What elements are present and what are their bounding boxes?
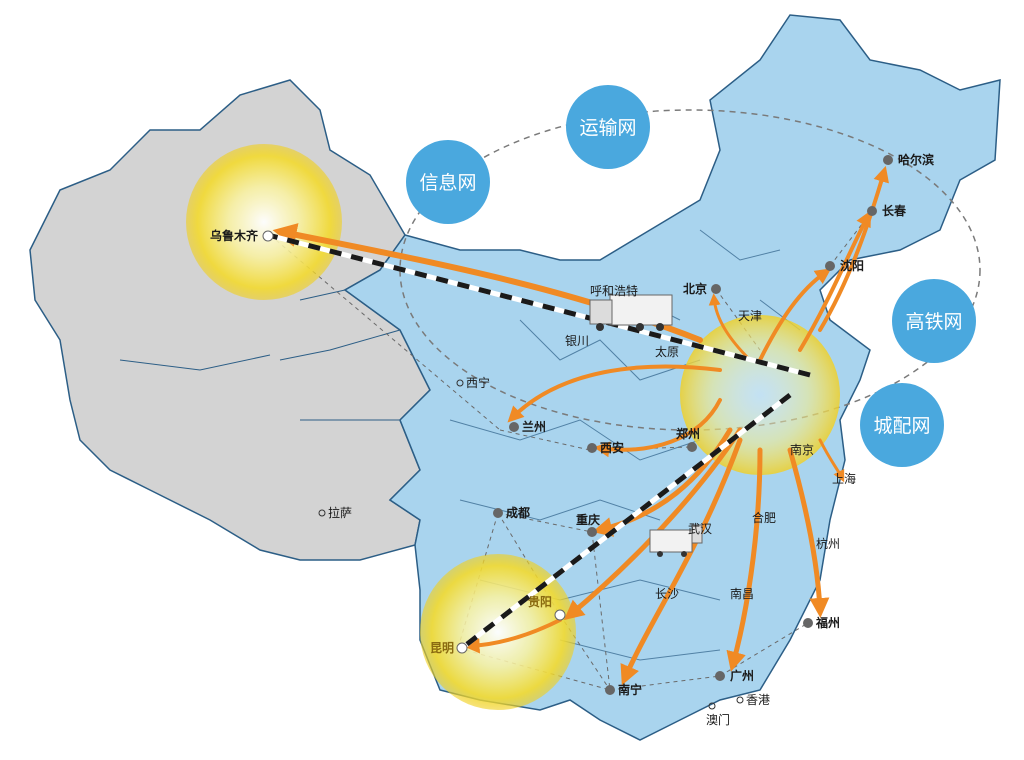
city-lhasa: 拉萨 bbox=[318, 505, 352, 520]
city-hangzhou: 杭州 bbox=[816, 536, 840, 551]
svg-text:重庆: 重庆 bbox=[576, 512, 600, 527]
svg-text:信息网: 信息网 bbox=[419, 172, 476, 194]
svg-text:广州: 广州 bbox=[730, 668, 754, 683]
city-nanning: 南宁 bbox=[605, 682, 642, 697]
svg-text:拉萨: 拉萨 bbox=[328, 505, 352, 520]
svg-text:南昌: 南昌 bbox=[730, 586, 754, 601]
svg-text:高铁网: 高铁网 bbox=[905, 311, 962, 333]
city-xian: 西安 bbox=[587, 440, 624, 455]
svg-text:沈阳: 沈阳 bbox=[840, 258, 864, 273]
city-changsha: 长沙 bbox=[655, 587, 679, 601]
svg-text:太原: 太原 bbox=[655, 344, 679, 359]
network-bubble-transport: 运输网 bbox=[566, 85, 650, 169]
svg-text:澳门: 澳门 bbox=[706, 712, 730, 727]
city-beijing: 北京 bbox=[683, 281, 721, 296]
svg-text:合肥: 合肥 bbox=[752, 510, 776, 525]
svg-text:福州: 福州 bbox=[815, 615, 840, 630]
truck-icon bbox=[649, 524, 703, 557]
city-tianjin: 天津 bbox=[738, 309, 762, 323]
hub-urumqi: 乌鲁木齐 bbox=[210, 228, 274, 243]
city-shenyang: 沈阳 bbox=[825, 258, 864, 273]
svg-text:长沙: 长沙 bbox=[655, 587, 679, 601]
svg-text:武汉: 武汉 bbox=[688, 522, 712, 536]
city-xining: 西宁 bbox=[456, 375, 490, 390]
network-bubble-info: 信息网 bbox=[406, 140, 490, 224]
city-wuhan: 武汉 bbox=[688, 522, 712, 536]
svg-text:西安: 西安 bbox=[600, 440, 624, 455]
svg-text:天津: 天津 bbox=[738, 309, 762, 323]
svg-text:西宁: 西宁 bbox=[466, 375, 490, 390]
city-macau: 澳门 bbox=[706, 702, 730, 727]
city-lanzhou: 兰州 bbox=[509, 419, 546, 434]
city-taiyuan: 太原 bbox=[655, 344, 679, 359]
city-nanchang: 南昌 bbox=[730, 586, 754, 601]
svg-text:兰州: 兰州 bbox=[522, 419, 546, 434]
svg-text:城配网: 城配网 bbox=[873, 415, 930, 437]
svg-text:香港: 香港 bbox=[746, 693, 770, 707]
city-nanjing: 南京 bbox=[790, 442, 814, 457]
svg-text:上海: 上海 bbox=[832, 471, 856, 486]
hub-glow-urumqi bbox=[186, 144, 342, 300]
svg-text:昆明: 昆明 bbox=[430, 641, 454, 655]
network-ring bbox=[399, 109, 981, 431]
network-bubble-rail: 高铁网 bbox=[892, 279, 976, 363]
svg-text:郑州: 郑州 bbox=[676, 426, 700, 441]
svg-text:运输网: 运输网 bbox=[579, 117, 636, 139]
city-harbin: 哈尔滨 bbox=[883, 152, 934, 167]
svg-text:乌鲁木齐: 乌鲁木齐 bbox=[210, 228, 259, 243]
city-shanghai: 上海 bbox=[832, 471, 856, 486]
svg-text:南宁: 南宁 bbox=[618, 682, 642, 697]
network-bubble-city: 城配网 bbox=[860, 383, 944, 467]
svg-text:北京: 北京 bbox=[683, 281, 707, 296]
city-chengdu: 成都 bbox=[493, 505, 530, 520]
city-fuzhou: 福州 bbox=[803, 615, 840, 630]
city-hohhot: 呼和浩特 bbox=[590, 283, 638, 298]
svg-text:贵阳: 贵阳 bbox=[528, 594, 552, 609]
hub-glow-east bbox=[680, 315, 840, 475]
city-changchun: 长春 bbox=[867, 203, 907, 218]
svg-text:银川: 银川 bbox=[565, 334, 589, 348]
svg-text:成都: 成都 bbox=[506, 505, 530, 520]
city-yinchuan: 银川 bbox=[565, 334, 589, 348]
hub-guiyang: 贵阳 bbox=[528, 594, 566, 621]
svg-text:南京: 南京 bbox=[790, 442, 814, 457]
city-hongkong: 香港 bbox=[736, 693, 770, 707]
city-hefei: 合肥 bbox=[752, 510, 776, 525]
svg-text:杭州: 杭州 bbox=[816, 536, 840, 551]
city-guangzhou: 广州 bbox=[715, 668, 754, 683]
city-chongqing: 重庆 bbox=[576, 512, 600, 537]
trunk-lines bbox=[271, 233, 811, 650]
svg-text:长春: 长春 bbox=[882, 203, 907, 218]
city-markers: 哈尔滨 长春 沈阳 北京 天津 呼和浩特 银川 太原 西宁 兰州 西安 郑州 南… bbox=[318, 152, 934, 727]
hub-kunming: 昆明 bbox=[430, 641, 468, 655]
city-zhengzhou: 郑州 bbox=[676, 426, 700, 452]
svg-text:呼和浩特: 呼和浩特 bbox=[590, 283, 638, 298]
svg-text:哈尔滨: 哈尔滨 bbox=[898, 152, 934, 167]
truck-icon bbox=[589, 294, 673, 331]
